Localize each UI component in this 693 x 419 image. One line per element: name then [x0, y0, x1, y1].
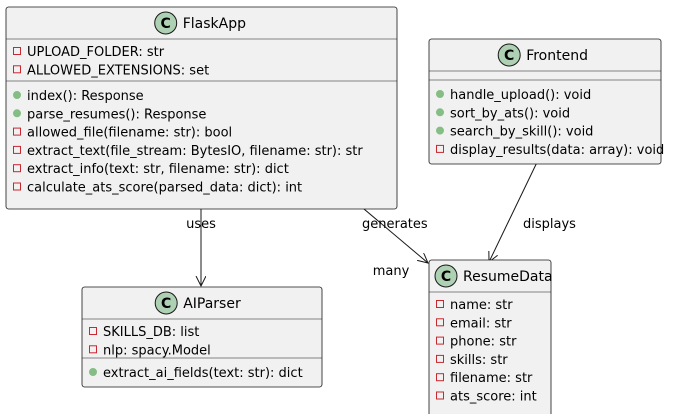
private-visibility-icon	[436, 373, 444, 382]
class-field: ats_score: int	[450, 390, 537, 405]
relation-label: displays	[523, 217, 576, 232]
class-method: handle_upload(): void	[450, 88, 591, 103]
private-visibility-icon	[436, 336, 444, 345]
relation-line	[489, 153, 542, 262]
class-box-frame	[428, 259, 552, 419]
class-box-frame	[81, 286, 323, 388]
class-field: SKILLS_DB: list	[103, 325, 199, 340]
private-visibility-icon	[89, 327, 97, 335]
relation-frontend-to-resumedata: displays	[489, 153, 576, 262]
private-visibility-icon	[436, 318, 444, 327]
class-name: Frontend	[526, 48, 588, 64]
relation-label: generates	[362, 217, 428, 232]
class-name: FlaskApp	[183, 16, 246, 32]
private-visibility-icon	[13, 164, 21, 173]
private-visibility-icon	[13, 145, 21, 154]
private-visibility-icon	[436, 391, 444, 400]
class-method: search_by_skill(): void	[450, 125, 593, 140]
class-field: skills: str	[450, 353, 508, 368]
class-method: extract_info(text: str, filename: str): …	[27, 162, 289, 177]
class-stereotype-icon	[434, 264, 458, 288]
class-method: extract_ai_fields(text: str): dict	[103, 366, 303, 381]
class-stereotype-letter: C	[161, 296, 171, 312]
private-visibility-icon	[436, 300, 444, 308]
class-stereotype-icon	[154, 11, 178, 35]
private-visibility-icon	[89, 345, 97, 354]
private-visibility-icon	[13, 127, 21, 136]
class-field: filename: str	[450, 371, 533, 386]
class-method: index(): Response	[27, 89, 144, 104]
relation-label: uses	[186, 217, 216, 232]
public-visibility-icon	[89, 368, 97, 376]
private-visibility-icon	[13, 47, 21, 55]
class-field: ALLOWED_EXTENSIONS: set	[27, 63, 209, 78]
class-box-frame	[5, 6, 398, 210]
private-visibility-icon	[436, 354, 444, 363]
class-field: name: str	[450, 298, 513, 313]
class-stereotype-letter: C	[161, 16, 171, 32]
public-visibility-icon	[436, 108, 444, 117]
class-box-frame	[428, 38, 662, 165]
class-stereotype-icon	[497, 43, 521, 67]
class-stereotype-icon	[154, 291, 178, 315]
class-method: extract_text(file_stream: BytesIO, filen…	[27, 144, 363, 159]
public-visibility-icon	[13, 109, 21, 118]
class-field: UPLOAD_FOLDER: str	[27, 45, 165, 60]
private-visibility-icon	[13, 65, 21, 74]
relation-multiplicity: many	[373, 264, 410, 279]
class-method: allowed_file(filename: str): bool	[27, 126, 232, 141]
class-name: ResumeData	[463, 269, 553, 285]
public-visibility-icon	[13, 91, 21, 99]
class-method: sort_by_ats(): void	[450, 106, 570, 121]
private-visibility-icon	[13, 182, 21, 191]
class-stereotype-letter: C	[441, 269, 451, 285]
public-visibility-icon	[436, 126, 444, 135]
class-field: nlp: spacy.Model	[103, 343, 211, 358]
private-visibility-icon	[436, 144, 444, 153]
class-stereotype-letter: C	[504, 48, 514, 64]
class-name: AIParser	[183, 296, 241, 312]
class-method: display_results(data: array): void	[450, 143, 664, 158]
class-box-frontend: C Frontend handle_upload(): void sort_by_at…	[428, 38, 664, 165]
class-method: parse_resumes(): Response	[27, 107, 206, 122]
public-visibility-icon	[436, 90, 444, 98]
class-method: calculate_ats_score(parsed_data: dict): …	[27, 181, 302, 196]
class-field: email: str	[450, 316, 512, 331]
class-field: phone: str	[450, 335, 517, 350]
class-box-resumedata: C ResumeData name: str email: str phone: str…	[428, 259, 553, 419]
